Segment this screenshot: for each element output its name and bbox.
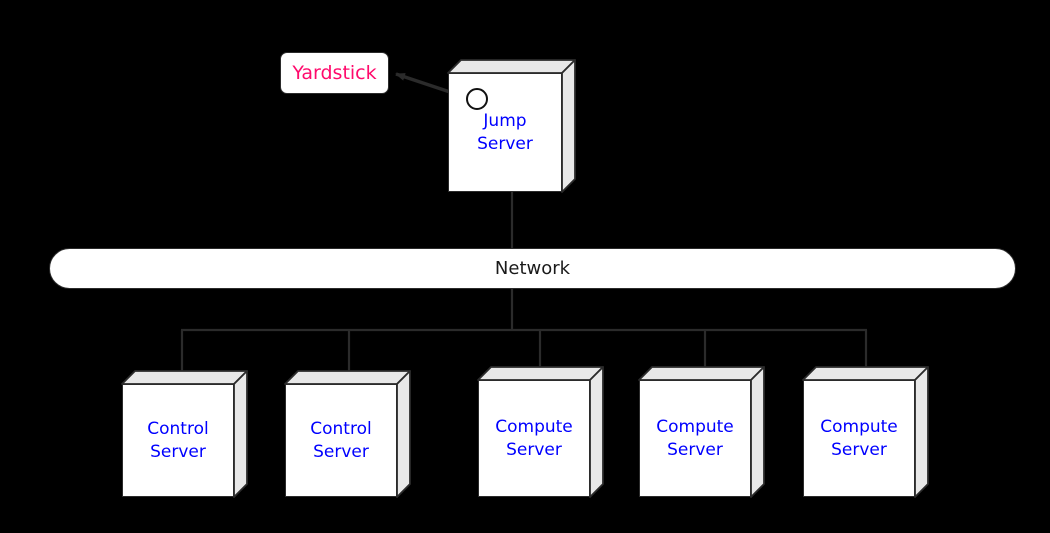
node-yardstick[interactable]: Yardstick [280,52,389,94]
node-jump-server-front-face[interactable]: Jump Server [448,73,562,192]
node-compute-server-3-label: Compute Server [820,416,898,460]
server-drop-lines [180,330,868,372]
server-4-3d-faces [638,366,765,498]
node-control-server-2-label: Control Server [310,418,372,462]
node-compute-server-2-front-face[interactable]: Compute Server [639,380,751,497]
node-control-server-1-front-face[interactable]: Control Server [122,384,234,497]
node-yardstick-label: Yardstick [292,61,377,84]
node-network[interactable]: Network [49,248,1016,289]
node-network-label: Network [494,257,571,279]
server-1-3d-faces [121,370,248,498]
node-compute-server-3-front-face[interactable]: Compute Server [803,380,915,497]
node-compute-server-1-front-face[interactable]: Compute Server [478,380,590,497]
node-compute-server-2-label: Compute Server [656,416,734,460]
node-control-server-2-front-face[interactable]: Control Server [285,384,397,497]
node-compute-server-1-label: Compute Server [495,416,573,460]
server-3-3d-faces [477,366,604,498]
server-2-3d-faces [284,370,411,498]
server-5-3d-faces [802,366,929,498]
jump-server-3d-faces [447,59,576,193]
node-jump-server-label: Jump Server [477,110,533,154]
node-control-server-1-label: Control Server [147,418,209,462]
jump-server-port-circle-icon[interactable] [466,88,488,110]
